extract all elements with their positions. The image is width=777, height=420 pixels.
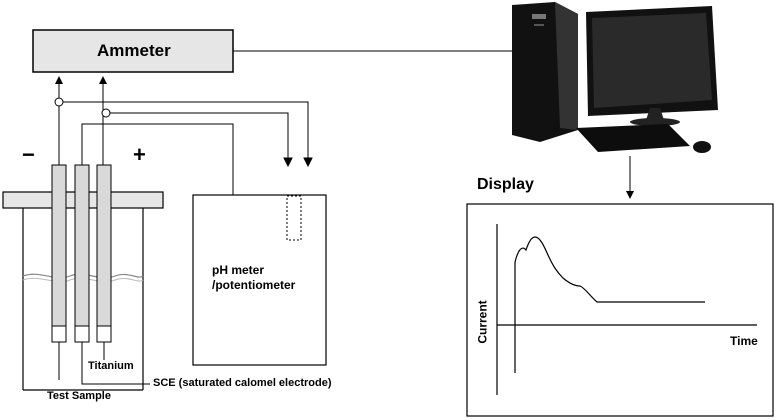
electrode-sce	[74, 164, 90, 343]
wire-sce-ph	[81, 123, 234, 195]
mouse	[693, 141, 711, 153]
ph-probe-slot	[286, 195, 302, 241]
computer-tower	[512, 2, 578, 142]
arrow-up-left	[55, 76, 63, 165]
electrode-test-sample	[51, 164, 67, 343]
test-sample-label: Test Sample	[47, 390, 111, 402]
junction-node-right	[101, 108, 111, 118]
electrode-titanium	[96, 164, 112, 343]
ph-meter-box	[192, 194, 327, 366]
negative-terminal-sign: −	[22, 142, 35, 167]
computer-monitor	[586, 6, 718, 126]
junction-node-left	[54, 97, 64, 107]
arrow-computer-display	[626, 156, 634, 199]
display-title: Display	[477, 176, 534, 193]
beaker	[22, 200, 144, 391]
arrow-up-right	[99, 76, 107, 165]
display-x-axis-label: Time	[730, 334, 758, 348]
ph-meter-label-line2: /potentiometer	[212, 278, 296, 292]
wire-outer	[59, 101, 313, 168]
current-curve	[514, 236, 705, 373]
titanium-label: Titanium	[88, 360, 134, 372]
ammeter-label: Ammeter	[97, 41, 171, 60]
keyboard	[576, 124, 690, 152]
ph-meter-label-line1: pH meter	[212, 263, 265, 277]
sce-label: SCE (saturated calomel electrode)	[153, 377, 332, 389]
positive-terminal-sign: +	[133, 142, 146, 167]
ammeter-box	[32, 29, 234, 73]
wire-inner	[103, 112, 293, 168]
display-y-axis-label: Current	[475, 300, 490, 344]
display-box	[466, 203, 774, 417]
leader-sce	[81, 342, 150, 385]
